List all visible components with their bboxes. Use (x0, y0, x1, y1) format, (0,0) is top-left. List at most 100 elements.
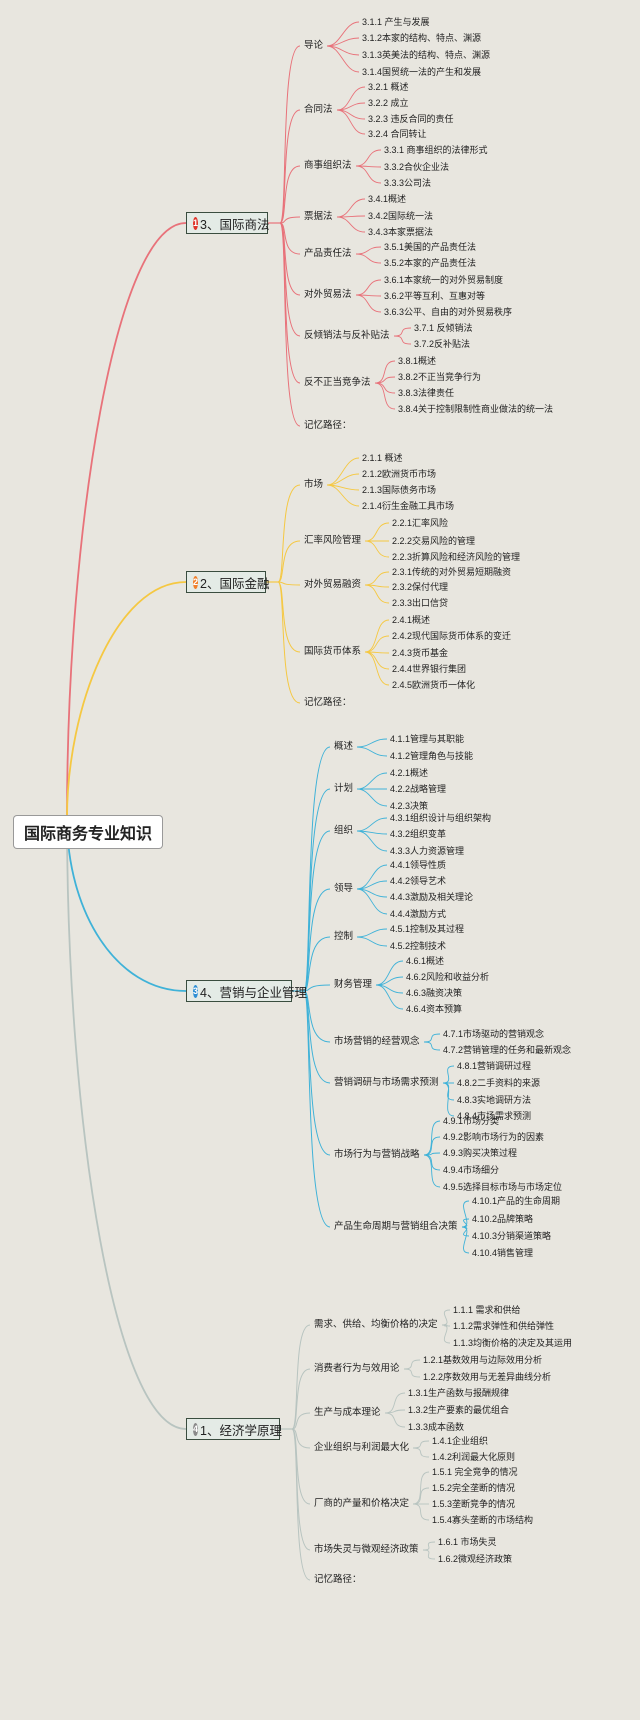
leaf-topic[interactable]: 1.5.2完全垄断的情况 (432, 1483, 516, 1493)
leaf-topic[interactable]: 4.3.2组织变革 (390, 829, 447, 839)
subtopic[interactable]: 需求、供给、均衡价格的决定 (314, 1319, 438, 1330)
leaf-topic[interactable]: 1.6.1 市场失灵 (438, 1537, 497, 1547)
leaf-topic[interactable]: 4.4.3激励及相关理论 (390, 892, 474, 902)
leaf-topic[interactable]: 4.6.1概述 (406, 956, 445, 966)
subtopic[interactable]: 国际货币体系 (304, 646, 362, 657)
leaf-topic[interactable]: 1.2.2序数效用与无差异曲线分析 (423, 1372, 552, 1382)
leaf-topic[interactable]: 4.3.3人力资源管理 (390, 846, 465, 856)
leaf-topic[interactable]: 3.3.3公司法 (384, 178, 432, 188)
leaf-topic[interactable]: 2.4.5欧洲货币一体化 (392, 680, 476, 690)
subtopic[interactable]: 反不正当竞争法 (304, 377, 371, 388)
leaf-topic[interactable]: 1.1.2需求弹性和供给弹性 (453, 1321, 555, 1331)
leaf-topic[interactable]: 3.2.2 成立 (368, 98, 409, 108)
subtopic[interactable]: 厂商的产量和价格决定 (314, 1498, 410, 1509)
leaf-topic[interactable]: 4.10.1产品的生命周期 (472, 1196, 561, 1206)
leaf-topic[interactable]: 3.6.1本家统一的对外贸易制度 (384, 275, 504, 285)
leaf-topic[interactable]: 3.7.1 反倾销法 (414, 323, 473, 333)
leaf-topic[interactable]: 3.6.2平等互利、互惠对等 (384, 291, 486, 301)
leaf-topic[interactable]: 4.9.5选择目标市场与市场定位 (443, 1182, 563, 1192)
root-topic[interactable]: 国际商务专业知识 (14, 816, 162, 848)
leaf-topic[interactable]: 2.4.2现代国际货币体系的变迁 (392, 631, 512, 641)
leaf-topic[interactable]: 4.1.1管理与其职能 (390, 734, 465, 744)
leaf-topic[interactable]: 4.9.4市场细分 (443, 1165, 500, 1175)
subtopic[interactable]: 汇率风险管理 (304, 535, 362, 546)
leaf-topic[interactable]: 4.2.3决策 (390, 801, 429, 811)
subtopic[interactable]: 对外贸易融资 (304, 579, 362, 590)
leaf-topic[interactable]: 3.8.1概述 (398, 356, 437, 366)
leaf-topic[interactable]: 4.2.1概述 (390, 768, 429, 778)
leaf-topic[interactable]: 4.10.2品牌策略 (472, 1214, 534, 1224)
leaf-topic[interactable]: 2.3.3出口信贷 (392, 598, 449, 608)
leaf-topic[interactable]: 1.2.1基数效用与边际效用分析 (423, 1355, 543, 1365)
leaf-topic[interactable]: 3.8.3法律责任 (398, 388, 455, 398)
leaf-topic[interactable]: 2.1.3国际债务市场 (362, 485, 437, 495)
leaf-topic[interactable]: 3.4.3本家票据法 (368, 227, 434, 237)
leaf-topic[interactable]: 4.8.3实地调研方法 (457, 1095, 532, 1105)
leaf-topic[interactable]: 1.1.3均衡价格的决定及其运用 (453, 1338, 573, 1348)
leaf-topic[interactable]: 1.1.1 需求和供给 (453, 1305, 521, 1315)
leaf-topic[interactable]: 3.2.1 概述 (368, 82, 409, 92)
leaf-topic[interactable]: 1.5.4寡头垄断的市场结构 (432, 1515, 534, 1525)
leaf-topic[interactable]: 4.2.2战略管理 (390, 784, 447, 794)
leaf-topic[interactable]: 4.9.2影响市场行为的因素 (443, 1132, 545, 1142)
subtopic[interactable]: 记忆路径： (304, 697, 352, 708)
leaf-topic[interactable]: 4.8.2二手资料的来源 (457, 1078, 541, 1088)
leaf-topic[interactable]: 4.9.1市场分类 (443, 1116, 500, 1126)
leaf-topic[interactable]: 2.1.4衍生金融工具市场 (362, 501, 455, 511)
leaf-topic[interactable]: 3.4.2国际统一法 (368, 211, 434, 221)
subtopic[interactable]: 记忆路径： (304, 420, 352, 431)
leaf-topic[interactable]: 4.8.4市场需求预测 (457, 1111, 532, 1121)
leaf-topic[interactable]: 3.1.4国贸统一法的产生和发展 (362, 67, 482, 77)
subtopic[interactable]: 企业组织与利润最大化 (314, 1442, 410, 1453)
leaf-topic[interactable]: 4.8.1营销调研过程 (457, 1061, 532, 1071)
leaf-topic[interactable]: 3.2.4 合同转让 (368, 129, 427, 139)
leaf-topic[interactable]: 1.6.2微观经济政策 (438, 1554, 513, 1564)
leaf-topic[interactable]: 4.6.3融资决策 (406, 988, 463, 998)
leaf-topic[interactable]: 4.6.2风险和收益分析 (406, 972, 490, 982)
subtopic[interactable]: 控制 (334, 931, 354, 942)
subtopic[interactable]: 领导 (334, 883, 354, 894)
leaf-topic[interactable]: 4.5.1控制及其过程 (390, 924, 465, 934)
leaf-topic[interactable]: 3.5.2本家的产品责任法 (384, 258, 477, 268)
leaf-topic[interactable]: 2.1.2欧洲货币市场 (362, 469, 437, 479)
leaf-topic[interactable]: 2.4.4世界银行集团 (392, 664, 467, 674)
leaf-topic[interactable]: 1.4.1企业组织 (432, 1436, 489, 1446)
leaf-topic[interactable]: 3.7.2反补贴法 (414, 339, 471, 349)
subtopic[interactable]: 商事组织法 (304, 160, 352, 171)
leaf-topic[interactable]: 3.3.2合伙企业法 (384, 162, 450, 172)
leaf-topic[interactable]: 3.2.3 违反合同的责任 (368, 114, 454, 124)
leaf-topic[interactable]: 2.2.3折算风险和经济风险的管理 (392, 552, 521, 562)
leaf-topic[interactable]: 4.4.4激励方式 (390, 909, 447, 919)
leaf-topic[interactable]: 4.7.1市场驱动的营销观念 (443, 1029, 545, 1039)
leaf-topic[interactable]: 4.5.2控制技术 (390, 941, 447, 951)
leaf-topic[interactable]: 2.4.1概述 (392, 615, 431, 625)
leaf-topic[interactable]: 1.4.2利润最大化原则 (432, 1452, 516, 1462)
subtopic[interactable]: 导论 (304, 40, 324, 51)
leaf-topic[interactable]: 3.1.2本家的结构、特点、渊源 (362, 33, 482, 43)
leaf-topic[interactable]: 3.8.4关于控制限制性商业做法的统一法 (398, 404, 554, 414)
leaf-topic[interactable]: 1.3.3成本函数 (408, 1422, 465, 1432)
leaf-topic[interactable]: 4.1.2管理角色与技能 (390, 751, 474, 761)
subtopic[interactable]: 记忆路径： (314, 1574, 362, 1585)
leaf-topic[interactable]: 1.5.1 完全竞争的情况 (432, 1467, 518, 1477)
leaf-topic[interactable]: 4.6.4资本预算 (406, 1004, 463, 1014)
leaf-topic[interactable]: 3.5.1美国的产品责任法 (384, 242, 477, 252)
leaf-topic[interactable]: 3.4.1概述 (368, 194, 407, 204)
subtopic[interactable]: 计划 (334, 783, 354, 794)
subtopic[interactable]: 反倾销法与反补贴法 (304, 330, 390, 341)
subtopic[interactable]: 市场 (304, 479, 324, 490)
leaf-topic[interactable]: 3.6.3公平、自由的对外贸易秩序 (384, 307, 513, 317)
subtopic[interactable]: 市场营销的经营观念 (334, 1036, 420, 1047)
leaf-topic[interactable]: 4.4.2领导艺术 (390, 876, 447, 886)
subtopic[interactable]: 产品责任法 (304, 248, 352, 259)
leaf-topic[interactable]: 1.3.2生产要素的最优组合 (408, 1405, 510, 1415)
leaf-topic[interactable]: 2.2.2交易风险的管理 (392, 536, 476, 546)
subtopic[interactable]: 产品生命周期与营销组合决策 (334, 1221, 458, 1232)
leaf-topic[interactable]: 3.8.2不正当竞争行为 (398, 372, 482, 382)
leaf-topic[interactable]: 4.4.1领导性质 (390, 860, 447, 870)
leaf-topic[interactable]: 4.9.3购买决策过程 (443, 1148, 518, 1158)
leaf-topic[interactable]: 2.4.3货币基金 (392, 648, 449, 658)
leaf-topic[interactable]: 2.3.2保付代理 (392, 582, 449, 592)
